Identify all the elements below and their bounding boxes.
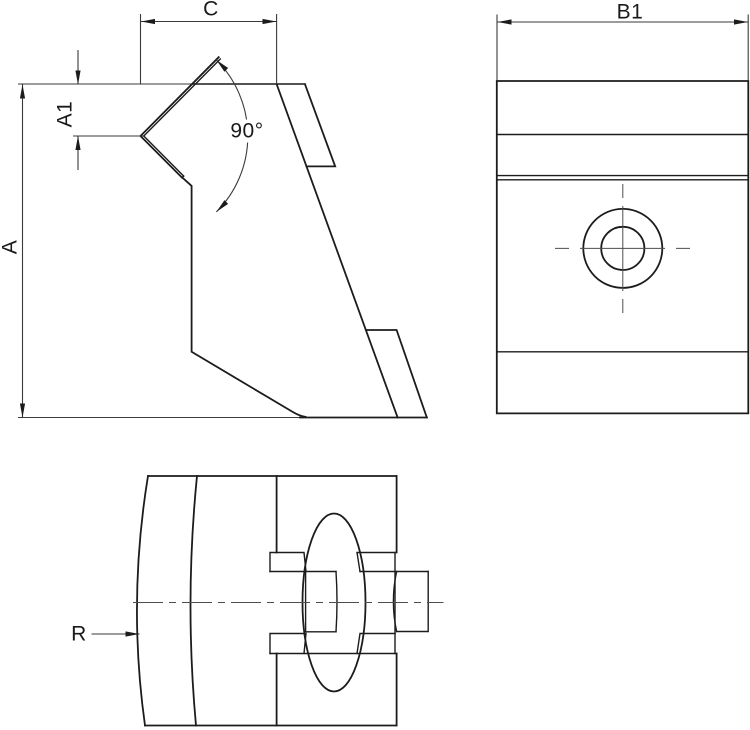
v-groove-upper-flank-chamfer [142,58,222,137]
curved-inner-edge [189,475,198,727]
dimension-c [139,14,278,84]
dim-label-a: A [0,239,22,255]
radius-leader-r [91,631,140,637]
curved-left-edge [136,474,150,727]
arrowhead [19,403,26,418]
lower-left-notch [269,632,307,655]
dim-label-b1: B1 [616,0,644,24]
arrowhead [19,84,26,99]
tab [395,570,429,633]
dimension-a [19,84,26,418]
slanted-back-edge [275,83,399,419]
arrowhead [262,18,277,25]
angle-label-90: 90° [226,119,268,143]
dimension-a1 [73,50,144,170]
dim-label-c: C [203,0,219,21]
front-profile-edge [180,176,307,418]
slot-pocket [304,570,337,633]
v-groove-upper-flank [139,55,220,138]
dim-label-a1: A1 [53,100,77,128]
lower-right-notch [356,632,396,655]
slot-pocket-curved-edge [335,570,338,633]
v-groove-lower-flank-chamfer [142,135,185,178]
arrowhead [497,19,512,25]
arrowhead [216,200,229,212]
upper-right-notch [356,551,396,573]
arrowhead [75,70,81,85]
arrowhead [141,18,155,25]
front-view-linework [495,80,750,415]
side-view-linework [18,55,428,419]
upper-rib [303,83,337,168]
radius-label-r: R [71,622,87,646]
lower-rib [365,329,428,419]
arrowhead [125,631,140,637]
tab-root-arc [392,570,398,633]
v-groove-lower-flank [139,134,184,179]
upper-left-notch [269,551,307,573]
bottom-view-linework [133,474,444,727]
arrowhead [75,136,81,150]
front-view-outline [495,80,750,415]
arrowhead [216,60,229,72]
dimension-b1 [496,14,749,81]
arrowhead [734,19,748,25]
